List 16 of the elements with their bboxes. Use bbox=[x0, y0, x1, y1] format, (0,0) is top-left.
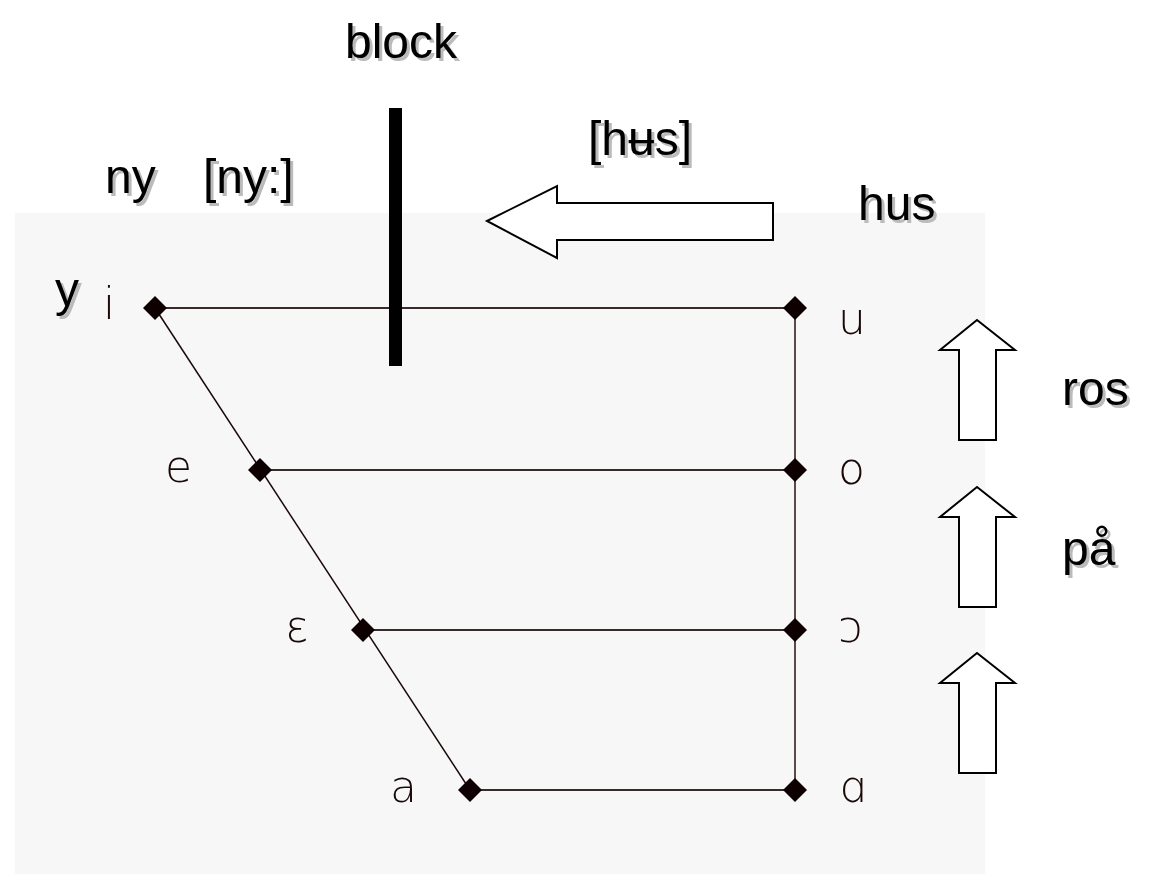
vowel-symbol: i bbox=[103, 282, 116, 326]
vowel-symbol: ɑ bbox=[838, 765, 866, 809]
word-label: på bbox=[1062, 525, 1116, 573]
vowel-symbol: o bbox=[838, 447, 865, 491]
transcription-label: [ny:] bbox=[203, 153, 294, 201]
vowel-symbol: ɔ bbox=[838, 605, 863, 649]
vowel-symbol: a bbox=[390, 765, 417, 809]
boundary-label: block bbox=[345, 18, 458, 66]
vowel-symbol: u bbox=[838, 297, 866, 341]
vowel-symbol: ɛ bbox=[285, 605, 309, 649]
transcription-label: [hʉs] bbox=[588, 115, 693, 163]
vowel-symbol: e bbox=[165, 445, 193, 489]
word-label: hus bbox=[858, 180, 936, 228]
word-label: ny bbox=[105, 153, 156, 201]
word-label: ros bbox=[1062, 365, 1129, 413]
vowel-label: y bbox=[55, 266, 79, 314]
